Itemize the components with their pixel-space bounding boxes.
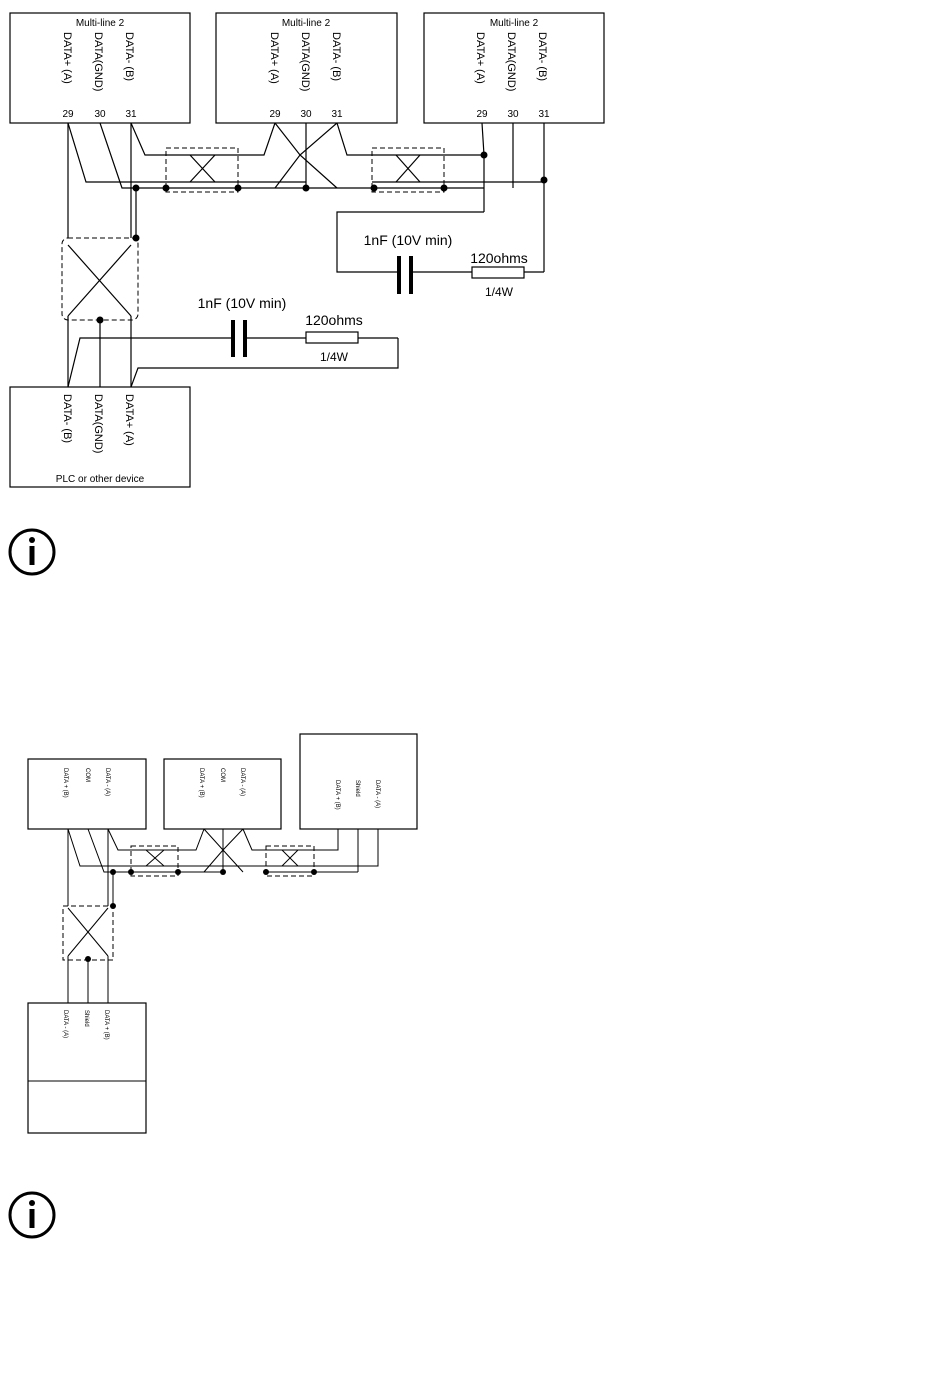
pin-label-data-plus: DATA+ (A) [474, 32, 486, 84]
pin-label-data-gnd: DATA(GND) [92, 394, 104, 453]
device-box [215, 12, 398, 124]
pin-label-data-minus: DATA - (A) [239, 768, 245, 796]
pin-label-com: COM [219, 768, 225, 782]
info-icon [8, 528, 56, 576]
pin-label-data-minus: DATA - (A) [104, 768, 110, 796]
device-box [9, 12, 191, 124]
slave-device-1: DATA + (B) COM DATA - (A) [27, 758, 147, 830]
pin-label-data-plus: DATA+ (A) [123, 394, 135, 446]
pin-number-31: 31 [331, 109, 343, 120]
plc-device: DATA - (A) Shield DATA + (B) [27, 1002, 147, 1134]
slave-device-3: DATA + (B) Shield DATA - (A) [299, 733, 418, 830]
pin-label-shield: Shield [354, 780, 360, 797]
resistor [305, 331, 359, 344]
cable-shield [265, 845, 315, 877]
device-box [27, 1002, 147, 1134]
pin-number-31: 31 [125, 109, 137, 120]
pin-label-data-gnd: DATA(GND) [505, 32, 517, 91]
pin-label-data-plus: DATA+ (A) [268, 32, 280, 84]
pin-label-data-minus: DATA- (B) [123, 32, 135, 81]
pin-number-30: 30 [300, 109, 312, 120]
capacitor-label: 1nF (10V min) [198, 295, 287, 311]
device-box [163, 758, 282, 830]
pin-number-29: 29 [62, 109, 74, 120]
pin-label-data-gnd: DATA(GND) [299, 32, 311, 91]
diagram-multiline-rs485: Multi-line 2 DATA+ (A) DATA(GND) DATA- (… [9, 12, 605, 488]
pin-label-data-minus: DATA - (A) [374, 780, 380, 808]
pin-label-data-minus: DATA - (A) [62, 1010, 68, 1038]
pin-number-30: 30 [94, 109, 106, 120]
cable-shield [165, 147, 239, 193]
multiline-device-1: Multi-line 2 DATA+ (A) DATA(GND) DATA- (… [9, 12, 191, 124]
pin-label-data-plus: DATA + (B) [334, 780, 340, 810]
device-box [27, 758, 147, 830]
plc-title: PLC or other device [56, 474, 145, 485]
multiline-device-3: Multi-line 2 DATA+ (A) DATA(GND) DATA- (… [423, 12, 605, 124]
pin-number-31: 31 [538, 109, 550, 120]
slave-device-2: DATA + (B) COM DATA - (A) [163, 758, 282, 830]
cable-shield [371, 147, 445, 193]
pin-label-data-plus: DATA+ (A) [61, 32, 73, 84]
pin-label-data-plus: DATA + (B) [62, 768, 68, 798]
resistor-label: 120ohms [305, 312, 363, 328]
capacitor-label: 1nF (10V min) [364, 232, 453, 248]
resistor [471, 266, 525, 279]
resistor-rating: 1/4W [320, 350, 349, 364]
device-box [299, 733, 418, 830]
resistor-rating: 1/4W [485, 285, 514, 299]
cable-shield [62, 905, 114, 961]
device-title: Multi-line 2 [282, 18, 331, 29]
pin-label-com: COM [84, 768, 90, 782]
diagram-generic-rs485: DATA + (B) COM DATA - (A) DATA + (B) COM… [27, 733, 418, 1134]
pin-number-30: 30 [507, 109, 519, 120]
cable-shield [130, 845, 179, 877]
pin-label-shield: Shield [83, 1010, 89, 1027]
plc-device: DATA- (B) DATA(GND) DATA+ (A) PLC or oth… [9, 386, 191, 488]
info-icon [8, 1191, 56, 1239]
multiline-device-2: Multi-line 2 DATA+ (A) DATA(GND) DATA- (… [215, 12, 398, 124]
device-box [9, 386, 191, 488]
pin-number-29: 29 [269, 109, 281, 120]
pin-label-data-gnd: DATA(GND) [92, 32, 104, 91]
device-box [423, 12, 605, 124]
pin-label-data-plus: DATA + (B) [103, 1010, 109, 1040]
pin-label-data-minus: DATA- (B) [330, 32, 342, 81]
bus-wiring [62, 828, 379, 1003]
pin-number-29: 29 [476, 109, 488, 120]
pin-label-data-plus: DATA + (B) [198, 768, 204, 798]
bus-wiring [61, 122, 548, 388]
pin-label-data-minus: DATA- (B) [61, 394, 73, 443]
device-title: Multi-line 2 [490, 18, 539, 29]
resistor-label: 120ohms [470, 250, 528, 266]
pin-label-data-minus: DATA- (B) [536, 32, 548, 81]
device-title: Multi-line 2 [76, 18, 125, 29]
